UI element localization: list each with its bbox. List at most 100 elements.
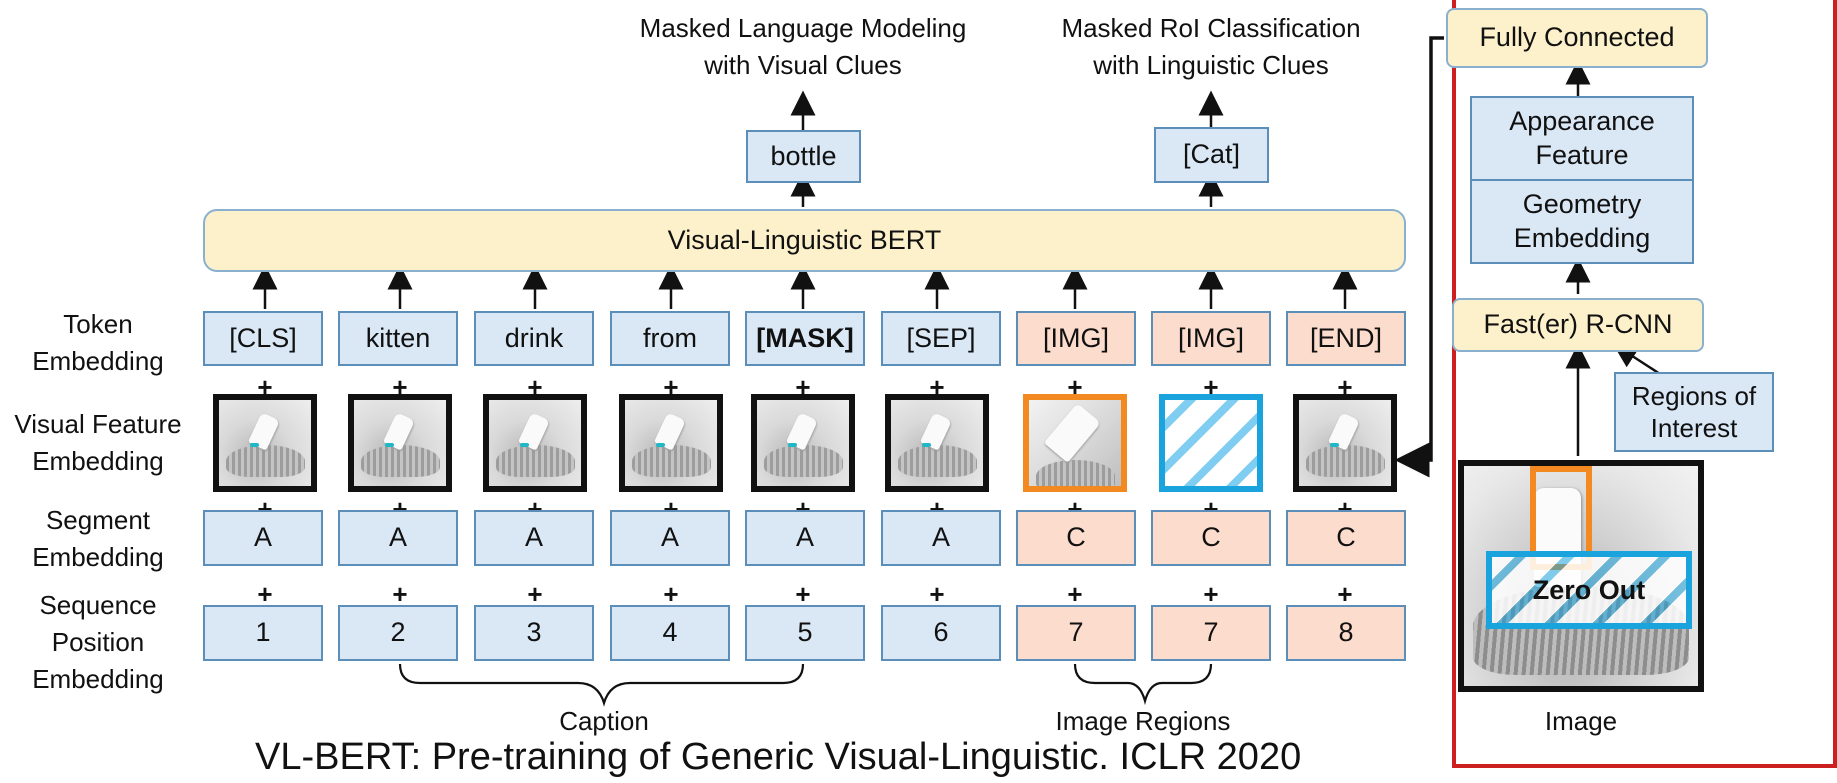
segment-box: A <box>745 510 865 566</box>
footer-citation: VL-BERT: Pre-training of Generic Visual-… <box>255 736 1302 778</box>
plus-token-visual: + <box>1337 372 1353 402</box>
segment-box: C <box>1016 510 1136 566</box>
appearance-feature-box: Appearance Feature <box>1470 96 1694 181</box>
rcnn-box: Fast(er) R-CNN <box>1452 298 1704 352</box>
row-label-token-line1: Token <box>63 309 133 339</box>
token-box: [CLS] <box>203 311 323 366</box>
zero-out-rect: Zero Out <box>1486 551 1692 629</box>
token-box: from <box>610 311 730 366</box>
thumb-marker <box>922 443 931 448</box>
position-box: 8 <box>1286 605 1406 661</box>
plus-segment-position: + <box>392 579 408 609</box>
position-box: 7 <box>1016 605 1136 661</box>
thumb-cat <box>226 444 306 478</box>
segment-box: A <box>610 510 730 566</box>
row-label-segment-line1: Segment <box>45 505 151 535</box>
token-box: [IMG] <box>1016 311 1136 366</box>
row-label-position-line2: Position <box>51 626 145 657</box>
token-box: kitten <box>338 311 458 366</box>
segment-box: A <box>474 510 594 566</box>
regions-of-interest-box: Regions of Interest <box>1614 372 1774 452</box>
image-regions-brace <box>1073 663 1213 706</box>
plus-token-visual: + <box>1203 372 1219 402</box>
plus-segment-position: + <box>795 579 811 609</box>
token-box: [MASK] <box>745 311 865 366</box>
mrc-label-line1: Masked RoI Classification <box>1061 13 1361 43</box>
row-label-position-line1: Sequence <box>39 590 157 620</box>
plus-segment-position: + <box>929 579 945 609</box>
output-bottle: bottle <box>746 130 861 183</box>
position-box: 4 <box>610 605 730 661</box>
thumb-cat <box>1036 460 1116 486</box>
row-label-visual-line1: Visual Feature <box>14 409 182 439</box>
position-box: 2 <box>338 605 458 661</box>
thumb-bottle <box>1043 402 1101 463</box>
visual-feature-thumb <box>619 394 723 492</box>
thumb-marker <box>250 443 259 448</box>
thumb-cat <box>1306 444 1386 478</box>
zero-out-label: Zero Out <box>1532 574 1646 605</box>
position-box: 7 <box>1151 605 1271 661</box>
arrow-roi-to-rcnn <box>1612 343 1661 376</box>
thumb-marker <box>656 443 665 448</box>
row-label-segment: Segment Embedding <box>0 502 196 576</box>
geometry-embedding-box: Geometry Embedding <box>1470 179 1694 264</box>
segment-box: A <box>338 510 458 566</box>
output-cat: [Cat] <box>1154 127 1269 183</box>
token-box: drink <box>474 311 594 366</box>
thumb-marker <box>788 443 797 448</box>
caption-brace <box>398 663 805 707</box>
mrc-label-line2: with Linguistic Clues <box>1093 49 1329 80</box>
plus-segment-position: + <box>257 579 273 609</box>
plus-segment-position: + <box>1337 579 1353 609</box>
right-panel-frame <box>1452 0 1837 768</box>
row-label-token: Token Embedding <box>0 306 196 380</box>
token-box: [IMG] <box>1151 311 1271 366</box>
row-label-visual: Visual Feature Embedding <box>0 406 196 480</box>
row-label-segment-line2: Embedding <box>32 541 164 572</box>
fully-connected-box: Fully Connected <box>1446 8 1708 68</box>
visual-feature-thumb <box>348 394 452 492</box>
plus-token-visual: + <box>527 372 543 402</box>
image-regions-label: Image Regions <box>1055 706 1231 736</box>
mlm-label: Masked Language Modeling with Visual Clu… <box>590 10 1016 84</box>
mrc-label: Masked RoI Classification with Linguisti… <box>1010 10 1412 84</box>
roi-line2: Interest <box>1650 413 1738 443</box>
segment-box: C <box>1286 510 1406 566</box>
roi-line1: Regions of <box>1631 380 1757 411</box>
plus-token-visual: + <box>392 372 408 402</box>
visual-feature-thumb <box>213 394 317 492</box>
position-box: 6 <box>881 605 1001 661</box>
plus-segment-position: + <box>1067 579 1083 609</box>
appearance-feature-line2: Feature <box>1535 139 1629 170</box>
row-label-token-line2: Embedding <box>32 345 164 376</box>
plus-token-visual: + <box>795 372 811 402</box>
segment-box: A <box>881 510 1001 566</box>
caption-label: Caption <box>559 706 649 736</box>
plus-token-visual: + <box>257 372 273 402</box>
thumb-cat <box>361 444 441 478</box>
input-image: Zero Out <box>1458 460 1704 692</box>
position-box: 1 <box>203 605 323 661</box>
arrow-fc-to-visual <box>1394 36 1444 478</box>
row-label-position-line3: Embedding <box>32 663 164 694</box>
mlm-label-line2: with Visual Clues <box>704 49 902 80</box>
geometry-embedding-line1: Geometry <box>1522 188 1642 219</box>
plus-segment-position: + <box>1203 579 1219 609</box>
visual-feature-masked-thumb <box>1159 394 1263 492</box>
token-box: [END] <box>1286 311 1406 366</box>
row-label-position: Sequence Position Embedding <box>0 587 196 698</box>
segment-box: C <box>1151 510 1271 566</box>
visual-feature-thumb <box>1293 394 1397 492</box>
geometry-embedding-line2: Embedding <box>1513 222 1651 253</box>
thumb-cat <box>496 444 576 478</box>
visual-feature-roi-thumb <box>1023 394 1127 492</box>
visual-feature-thumb <box>483 394 587 492</box>
thumb-cat <box>898 444 978 478</box>
mlm-label-line1: Masked Language Modeling <box>639 13 967 43</box>
row-label-visual-line2: Embedding <box>32 445 164 476</box>
visual-linguistic-bert: Visual-Linguistic BERT <box>203 209 1406 272</box>
plus-token-visual: + <box>663 372 679 402</box>
plus-token-visual: + <box>929 372 945 402</box>
